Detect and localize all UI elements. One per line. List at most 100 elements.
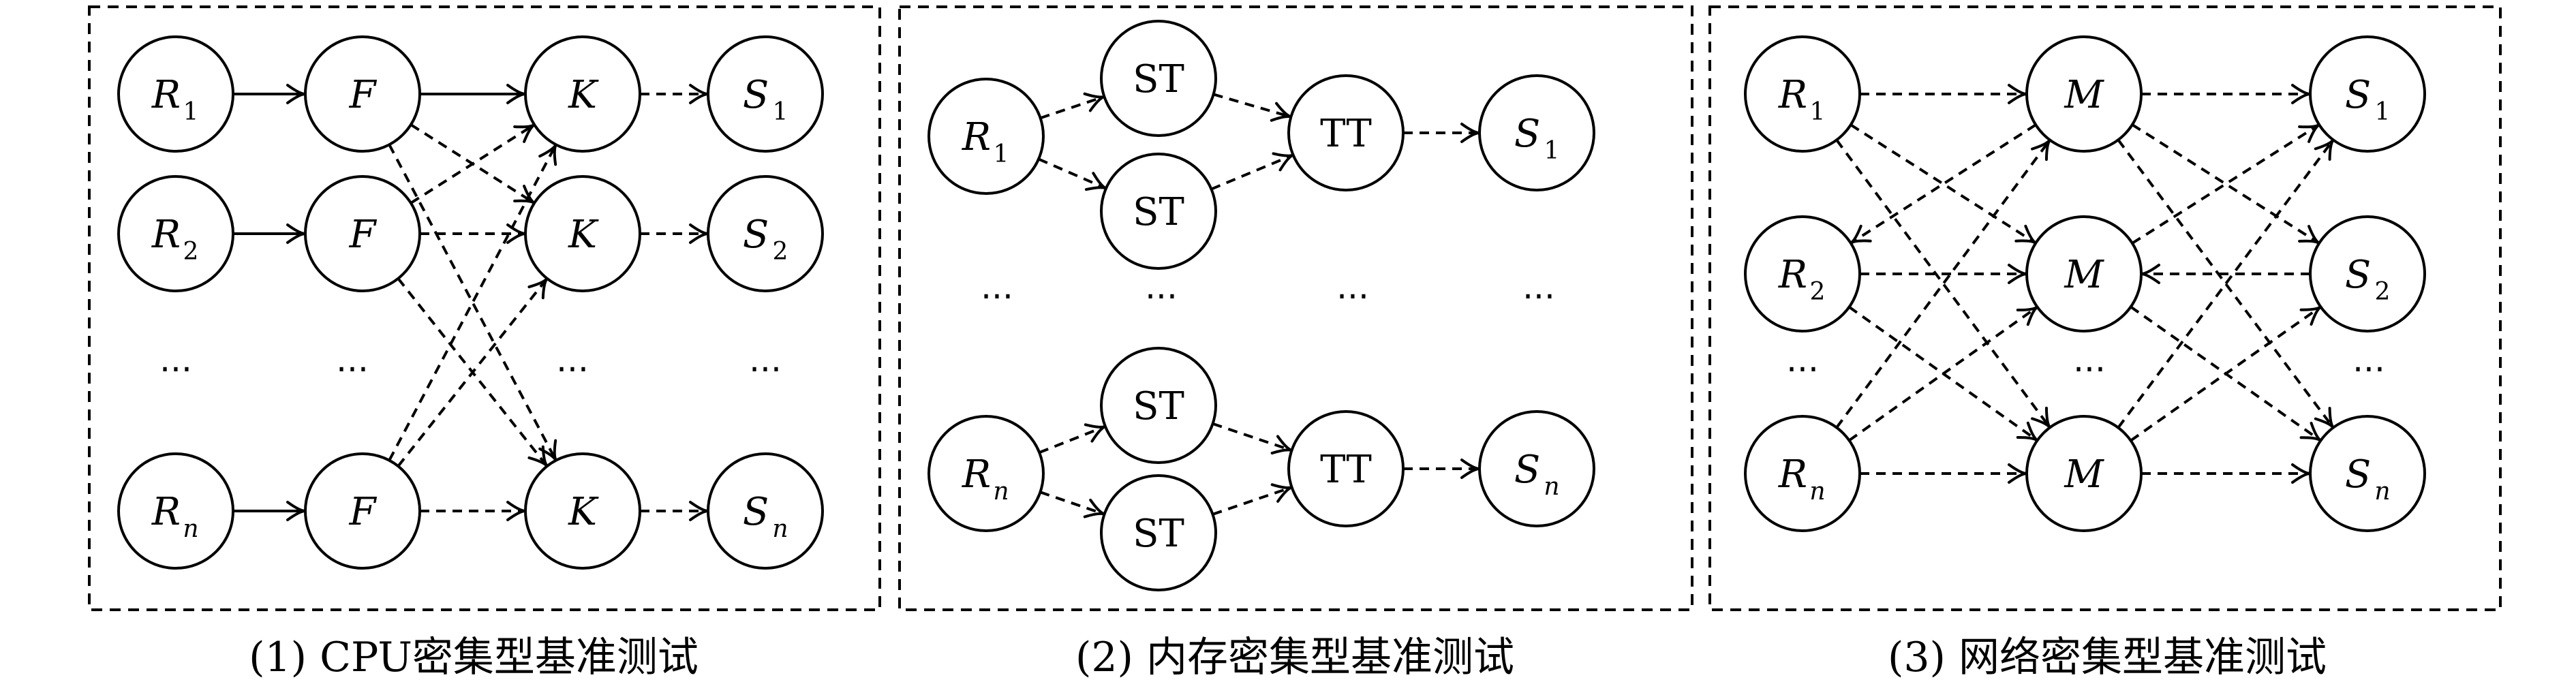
ellipsis: ... (2352, 340, 2385, 380)
node-subscript: 2 (2375, 278, 2391, 306)
node-mn: M (2025, 415, 2143, 532)
node-label: M (2064, 73, 2104, 117)
node-label: F (349, 73, 378, 117)
node-label: M (2064, 253, 2104, 297)
arrow-head (527, 277, 549, 300)
edge-mn-to-sn (2141, 463, 2311, 484)
node-subscript: n (1809, 478, 1825, 506)
edge-line (2131, 123, 2320, 245)
edge-k2-to-s2 (640, 223, 709, 244)
node-circle (1744, 35, 1861, 153)
arrow-head (2016, 421, 2038, 442)
panel-caption: (1) CPU密集型基准测试 (249, 634, 699, 681)
panel-border (1708, 5, 2502, 611)
edge-stna-to-ttn (1212, 422, 1293, 455)
node-circle (304, 35, 421, 153)
node-circle (2025, 215, 2143, 332)
node-label: S (1514, 112, 1540, 156)
node-circle (2309, 415, 2426, 532)
node-circle (524, 175, 641, 292)
node-circle (524, 452, 641, 570)
node-label: K (568, 73, 599, 117)
node-label: ST (1133, 57, 1184, 102)
node-circle (524, 35, 641, 153)
edge-rn-to-stnb (1039, 491, 1105, 518)
edge-line (1039, 425, 1106, 454)
node-label: S (1514, 448, 1540, 492)
edge-st1a-to-tt1 (1213, 93, 1292, 122)
arrow-head (513, 185, 536, 204)
edge-rn-to-fn (233, 501, 306, 521)
ellipsis: ... (1522, 267, 1555, 307)
edge-line (1848, 305, 2038, 442)
panel-caption: (2) 内存密集型基准测试 (1075, 634, 1514, 681)
arrow-head (513, 123, 536, 143)
edge-rn-to-stna (1039, 423, 1106, 454)
node-label: TT (1320, 112, 1372, 156)
node-stna: ST (1100, 347, 1217, 464)
node-subscript: 2 (773, 238, 788, 266)
edge-line (410, 123, 536, 204)
node-k2: K (524, 175, 641, 292)
edge-line (1212, 422, 1293, 452)
ellipsis: ... (1786, 340, 1819, 380)
panel-caption: (3) 网络密集型基准测试 (1888, 634, 2327, 681)
edge-tt1-to-s1 (1403, 123, 1480, 143)
ellipsis: ... (159, 340, 192, 380)
arrow-head (1270, 102, 1292, 122)
node-circle (1744, 215, 1861, 332)
edge-line (1039, 491, 1105, 516)
edge-st1b-to-tt1 (1210, 152, 1294, 191)
node-label: K (568, 213, 599, 257)
node-subscript: 1 (773, 98, 788, 126)
node-circle (117, 452, 234, 570)
edge-line (1039, 95, 1105, 120)
node-circle (1478, 410, 1595, 527)
node-circle (2309, 35, 2426, 153)
node-circle (1100, 153, 1217, 270)
node-label: R (962, 115, 991, 159)
arrow-head (2298, 225, 2320, 245)
node-circle (1744, 415, 1861, 532)
edge-line (2117, 139, 2335, 429)
node-subscript: 1 (1810, 98, 1826, 126)
node-st1b: ST (1100, 153, 1217, 270)
node-label: S (743, 73, 769, 117)
node-circle (1287, 410, 1405, 527)
node-subscript: 1 (994, 140, 1009, 168)
node-circle (1478, 74, 1595, 191)
edge-r1-to-f1 (233, 84, 306, 104)
node-label: TT (1320, 448, 1372, 492)
ellipsis: ... (981, 267, 1013, 307)
edge-line (1212, 486, 1293, 516)
edge-r1-to-st1b (1038, 157, 1107, 191)
panel-border (898, 5, 1693, 611)
node-label: S (2345, 253, 2371, 297)
node-subscript: 1 (2375, 98, 2391, 126)
node-circle (707, 175, 824, 292)
node-subscript: 2 (183, 238, 199, 266)
node-label: S (2345, 73, 2371, 117)
arrow-head (2014, 224, 2037, 245)
node-label: K (568, 490, 599, 534)
node-circle (117, 35, 234, 153)
node-circle (2309, 215, 2426, 332)
edge-line (2131, 123, 2320, 245)
edge-f1-to-k1 (420, 84, 526, 104)
edge-r2-to-m2 (1860, 264, 2027, 284)
node-fn: F (304, 452, 421, 570)
node-label: R (151, 213, 181, 257)
node-stnb: ST (1100, 474, 1217, 591)
ellipsis: ... (1145, 267, 1178, 307)
ellipsis: ... (749, 340, 782, 380)
edge-line (1038, 157, 1107, 190)
